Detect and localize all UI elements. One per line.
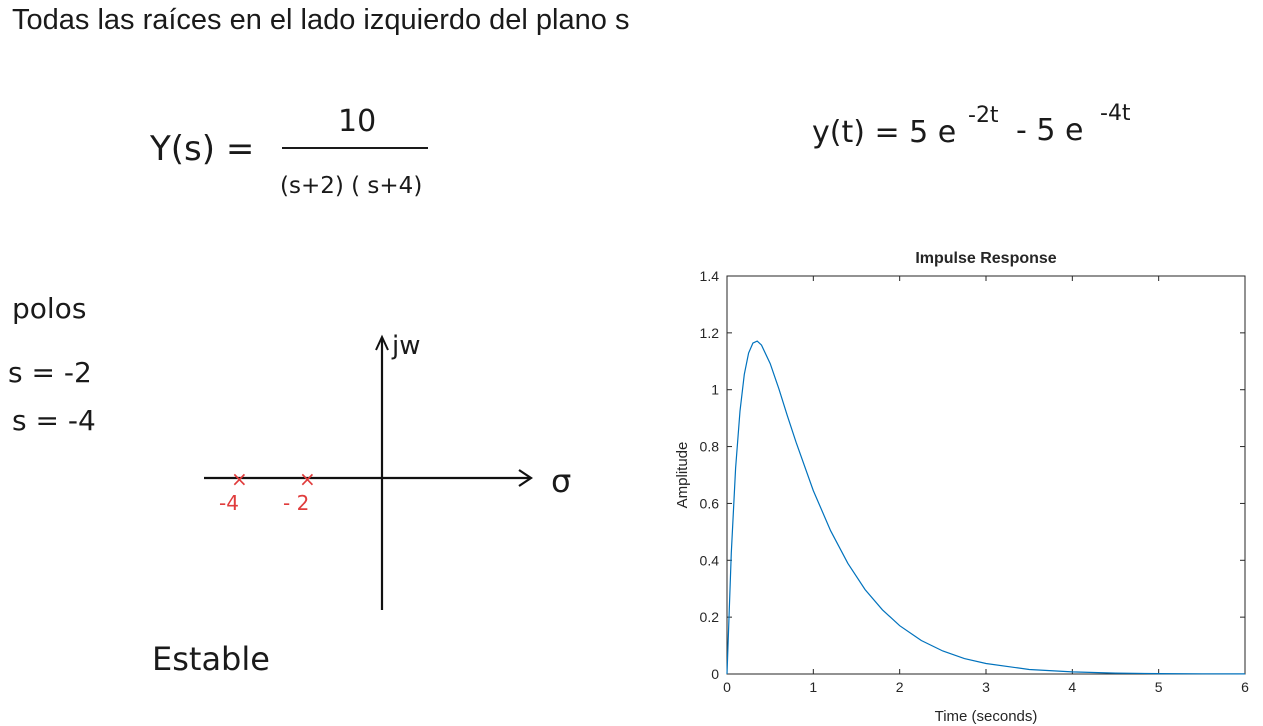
x-tick-label: 2 <box>896 679 904 695</box>
real-axis-label: σ <box>551 462 571 500</box>
imaginary-axis-arrow <box>375 334 389 351</box>
laplace-denominator: (s+2) ( s+4) <box>280 173 422 199</box>
handwritten-notes: Y(s) = 10 (s+2) ( s+4) polos s = -2 s = … <box>8 104 571 678</box>
impulse-response-series <box>726 340 1246 675</box>
laplace-lhs: Y(s) = <box>149 129 254 169</box>
x-tick-label: 1 <box>809 679 817 695</box>
y-time-middle: - 5 e <box>1016 113 1083 148</box>
y-time-lhs: y(t) = 5 e <box>812 115 956 150</box>
poles-list: polos s = -2 s = -4 <box>8 292 96 437</box>
x-tick-label: 0 <box>723 679 731 695</box>
y-tick-label: 1 <box>711 382 719 398</box>
y-tick-label: 0.4 <box>700 552 720 568</box>
pole-marker-minus2: × <box>299 467 316 491</box>
pole-line-2: s = -4 <box>12 404 96 437</box>
y-tick-label: 1.4 <box>700 268 720 284</box>
y-time-exponent-2: -4t <box>1100 101 1131 126</box>
y-tick-label: 0.6 <box>700 495 720 511</box>
impulse-response-chart: Impulse Response 0 1 2 3 4 5 6 0 0.2 0.4 0.6 0.8 1 1… <box>674 250 1249 725</box>
y-tick-label: 0 <box>711 666 719 682</box>
y-time-exponent-1: -2t <box>968 103 999 128</box>
pole-line-1: s = -2 <box>8 356 92 389</box>
y-axis-ticks: 0 0.2 0.4 0.6 0.8 1 1.2 1.4 <box>700 268 1245 682</box>
imaginary-axis-label: jw <box>391 331 421 361</box>
poles-heading: polos <box>12 292 86 325</box>
y-tick-label: 0.8 <box>700 439 720 455</box>
y-axis-label: Amplitude <box>674 442 691 509</box>
x-tick-label: 5 <box>1155 679 1163 695</box>
y-tick-label: 1.2 <box>700 325 720 341</box>
s-plane-diagram: jw σ × -4 × - 2 <box>204 331 571 610</box>
pole-label-minus4: -4 <box>219 491 239 515</box>
y-tick-label: 0.2 <box>700 609 720 625</box>
x-tick-label: 3 <box>982 679 990 695</box>
real-axis-arrow <box>518 469 533 487</box>
x-tick-label: 6 <box>1241 679 1249 695</box>
pole-label-minus2: - 2 <box>283 491 309 515</box>
time-domain-equation: y(t) = 5 e -2t - 5 e -4t <box>812 101 1131 150</box>
slide-title: Todas las raíces en el lado izquierdo de… <box>12 4 630 36</box>
x-tick-label: 4 <box>1068 679 1076 695</box>
stability-verdict: Estable <box>152 640 270 678</box>
x-axis-label: Time (seconds) <box>935 708 1038 725</box>
laplace-equation: Y(s) = 10 (s+2) ( s+4) <box>149 104 428 199</box>
pole-marker-minus4: × <box>231 467 248 491</box>
chart-title: Impulse Response <box>915 250 1056 267</box>
plot-area <box>726 275 1246 675</box>
laplace-numerator: 10 <box>338 104 376 139</box>
x-axis-ticks: 0 1 2 3 4 5 6 <box>723 276 1249 695</box>
